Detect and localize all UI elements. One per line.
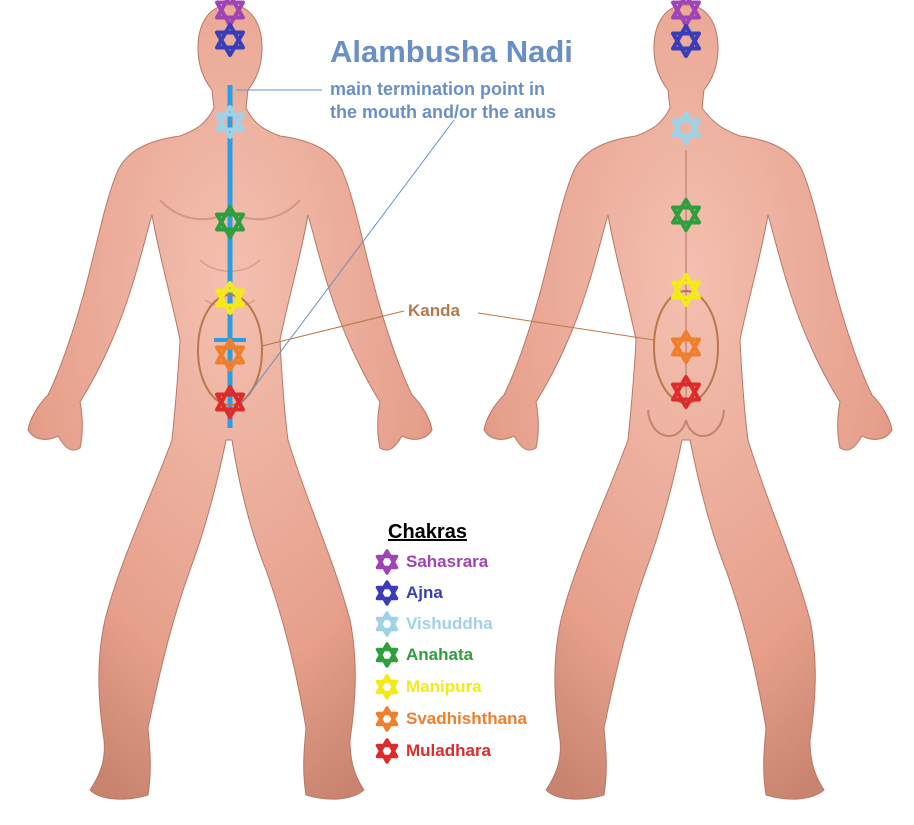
chakra-star-front-muladhara [215,385,245,419]
star-of-david-icon [375,580,399,606]
legend-item-sahasrara: Sahasrara [372,548,488,576]
legend-item-muladhara: Muladhara [372,737,491,765]
legend-item-label: Ajna [406,583,443,602]
chakra-star-front-manipura [215,281,245,315]
legend-item-vishuddha: Vishuddha [372,610,493,638]
chakra-star-back-vishuddha [671,111,701,145]
legend-item-label: Sahasrara [406,552,489,571]
chakra-star-front-svadhishthana [215,338,245,372]
kanda-pointer-front [261,310,405,347]
nadi-pointer-bottom [239,119,455,407]
legend-item-label: Vishuddha [406,614,493,633]
chakra-star-back-anahata [671,198,701,232]
chakra-star-back-muladhara [671,375,701,409]
nadi-title: Alambusha Nadi [330,34,573,69]
back-buttocks-line [647,409,725,437]
chakra-star-front-sahasrara [215,0,245,27]
chakra-star-back-manipura [671,273,701,307]
chakra-star-markers [215,0,701,419]
chakra-star-back-svadhishthana [671,330,701,364]
chakra-star-front-ajna [215,23,245,57]
legend-item-manipura: Manipura [372,673,482,701]
star-of-david-icon [375,738,399,764]
legend-item-label: Svadhishthana [406,709,527,728]
nadi-description-line1: main termination point in [330,79,545,99]
nadi-description-line2: the mouth and/or the anus [330,102,557,122]
kanda-ellipse-front [197,294,263,406]
star-of-david-icon [375,549,399,575]
chakra-star-back-sahasrara [671,0,701,27]
legend-item-label: Anahata [406,645,474,664]
chakra-star-front-anahata [215,205,245,239]
chakra-star-back-ajna [671,24,701,58]
chakra-star-front-vishuddha [215,105,245,139]
star-of-david-icon [375,611,399,637]
star-of-david-icon [375,642,399,668]
star-of-david-icon [375,706,399,732]
star-of-david-icon [375,674,399,700]
legend-item-label: Manipura [406,677,482,696]
legend-item-svadhishthana: Svadhishthana [372,705,527,733]
legend-item-label: Muladhara [406,741,492,760]
legend-item-anahata: Anahata [372,641,473,669]
kanda-pointer-back [477,312,655,341]
legend-title: Chakras [388,521,467,543]
kanda-label: Kanda [408,301,460,320]
legend-item-ajna: Ajna [372,579,443,607]
